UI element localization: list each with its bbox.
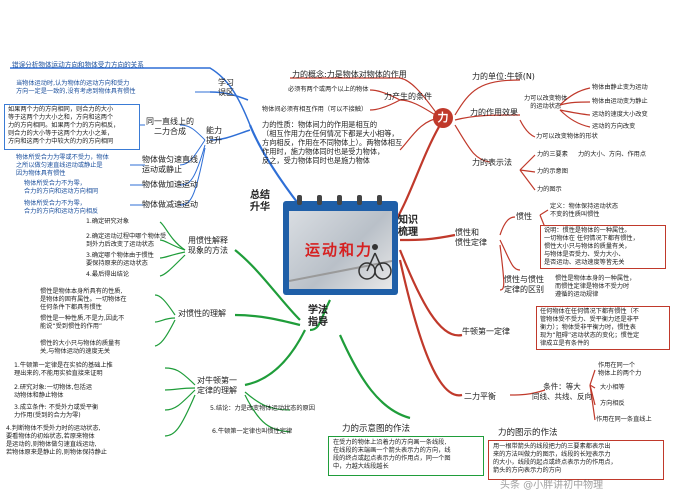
jiansu-text: 物体所受合力不为零， 合力的方向和运动方向相反: [24, 200, 99, 215]
tiaojian-b: 物体间必须有相互作用（可以不接触）: [262, 106, 368, 113]
shiyi-fa-title: 力的示意图的作法: [342, 424, 411, 434]
sanyaosu-v: 力的大小、方向、作用点: [578, 151, 647, 158]
branch-zhishi: 知识 梳理: [398, 215, 418, 238]
fa3: 3.确定哪个物体由于惯性 要保持原来的运动状态: [86, 252, 154, 267]
tushi-fa-title: 力的图示的作法: [498, 428, 558, 438]
ring-4: [357, 195, 362, 205]
nd1: 1.牛顿第一定律是在实验的基础上推 理出来的,不能用实验直接来证明: [14, 362, 113, 377]
li-label: 力: [437, 111, 449, 124]
qubie-text: 惯性是物体本身的一种属性， 而惯性定律是物体不受力时 遵循的运动规律: [555, 275, 636, 298]
fangfa-line: [234, 249, 301, 321]
xiaoguo-b: 力可以改变物体的形状: [536, 133, 598, 140]
guanxing-fa: 用惯性解释 现象的方法: [188, 236, 228, 255]
guanxing-note: 说明：惯性是物体的一种属性。 一切物体在 任何情况下都有惯性， 惯性大小只与物体…: [540, 225, 666, 269]
guanxing-line: [399, 233, 456, 242]
guanxing-def: 定义：物体保持运动状态 不变的性质叫惯性: [550, 203, 619, 218]
danwei: 力的单位:牛顿(N): [472, 72, 535, 81]
nd6: 6.牛顿第一定律也叫惯性定律: [212, 428, 293, 435]
shiyi-line: [338, 334, 411, 420]
guanxing-dinglv: 惯性和 惯性定律: [455, 228, 487, 247]
tiaojian-a: 必须有两个或两个以上的物体: [288, 86, 369, 93]
ring-3: [337, 195, 342, 205]
xuexi-text: 当物体运动时,认为物体的运动方向和受力 方向一定是一致的,没有考虑到物体具有惯性: [16, 80, 136, 95]
branch-xuefa: 学法 指导: [308, 305, 328, 328]
jiasu2-text: 物体所受合力不为零， 合力的方向和运动方向相同: [24, 180, 99, 195]
jiansu-label: 物体做减速运动: [142, 200, 198, 209]
lijie2: 惯性是一种性质,不是力,因此不 能说“受到惯性的作用”: [40, 315, 125, 330]
line2-text: 如果两个力的方向相同，则合力的大小 等于这两个力大小之和，方向和这两个 力的方向…: [4, 104, 140, 150]
sanyaosu: 力的三要素: [537, 151, 568, 158]
guanxing: 惯性: [516, 212, 532, 221]
xiaoguo-a: 力可以改变物体 的运动状态: [524, 95, 568, 110]
center-title: 运动和力: [305, 241, 374, 259]
center-photo: 运动和力: [289, 211, 392, 289]
lijie-line: [234, 313, 301, 327]
ring-1: [297, 195, 302, 205]
nd4: 4.判断物体不受外力时的运动状态, 要看物体的初始状态,若原来物体 是运动的,则…: [6, 425, 107, 456]
nd5: 5.结论：力是改变物体运动状态的原因: [210, 405, 315, 412]
lijie: 对惯性的理解: [178, 309, 226, 318]
niudun-lijie: 对牛顿第一 定律的理解: [197, 376, 237, 395]
center-picture: 运动和力: [283, 195, 398, 295]
bicycle-icon: [289, 244, 392, 282]
xuexi-line: [209, 91, 249, 101]
shiyitu: 力的示意图: [537, 168, 568, 175]
niudun-line: [398, 249, 463, 337]
nengli-label: 能力 提升: [206, 126, 222, 145]
qubie: 惯性与惯性 定律的区别: [504, 275, 544, 294]
gainian: 力的概念:力是物体对物体的作用: [292, 70, 407, 79]
xingzhi: 力的性质：物体间力的作用是相互的 （相互作用力在任何情况下都是大小相等， 方向相…: [262, 120, 403, 165]
tiaojian: 力产生的条件: [384, 92, 432, 101]
erli-4: 作用在同一条直线上: [596, 416, 652, 423]
lijie1: 惯性是物体本身所具有的性质, 是物体的固有属性。一切物体在 任何条件下都具有惯性: [40, 288, 127, 311]
xiaoguo-a2: 物体由运动变为静止: [592, 98, 648, 105]
erli: 二力平衡: [464, 392, 496, 401]
niudun-text: 任何物体在任何情况下都有惯性（不 管物体受不受力、受平衡力还是非平 衡力）；物体…: [536, 306, 670, 350]
zongjie-top: 错误分析物体运动方向和物体受力方向的关系: [12, 61, 144, 69]
fa1: 1.确定研究对象: [86, 218, 130, 225]
jiasu-label: 物体做匀速直线 运动或静止: [142, 155, 198, 174]
watermark: 头条 @小胖讲初中物理: [500, 480, 604, 491]
nd2: 2.研究对象:一切物体,包括运 动物体和静止物体: [14, 384, 93, 399]
tushi: 力的图示: [537, 186, 562, 193]
niudun-lijie-line: [244, 329, 306, 387]
li-circle: 力: [433, 108, 453, 128]
xiaoguo-a3: 运动的速度大小改变: [592, 111, 648, 118]
shiyi-fa-text: 在受力的物体上沿着力的方向画一条线段, 在线段的末端画一个箭头表示力的方向，线 …: [328, 436, 484, 476]
erli-3: 方向相反: [600, 400, 625, 407]
zongjie-main-line: [248, 124, 301, 207]
ring-5: [377, 195, 382, 205]
branch-zongjie: 总结 升华: [250, 190, 270, 213]
niudun: 牛顿第一定律: [462, 327, 510, 336]
line2-label: 同一直线上的 二力合成: [146, 117, 194, 136]
nengli-line: [209, 129, 251, 141]
erli-1: 作用在同一个 物体上的两个力: [598, 362, 642, 377]
jiasu-text: 物体所受合力为零或不受力，物体 之所以做匀速直线运动或静止是 因为物体具有惯性: [16, 154, 109, 177]
fa4: 4.最后得出结论: [86, 271, 130, 278]
fa2: 2.确定运动过程中哪个物体受 到外力后改变了运动状态: [86, 233, 167, 248]
zongjie-top-line: [10, 67, 251, 126]
xuefa-main-line: [309, 299, 331, 332]
erli-2: 大小相等: [600, 384, 625, 391]
erli-line: [398, 259, 463, 397]
biaoshi: 力的表示法: [472, 158, 512, 167]
nd3: 3.成立条件: 不受外力或受平衡 力作用(受到的合力为零): [14, 404, 99, 419]
lijie3: 惯性的大小只与物体的质量有 关,与物体运动的速度无关: [40, 340, 121, 355]
tushi-fa-text: 用一根带箭头的线段把力的三要素都表示出 来的方法叫做力的图示，线段的长短表示力 …: [488, 440, 664, 480]
xiaoguo-a4: 运动的方向改变: [592, 123, 636, 130]
ring-2: [317, 195, 322, 205]
xiaoguo: 力的作用效果: [470, 108, 518, 117]
xiaoguo-a1: 物体由静止变为运动: [592, 84, 648, 91]
xuexi-label: 学习 误区: [218, 78, 234, 97]
erli-tiaojian: 条件：等大 同线、共线、反向: [532, 382, 592, 401]
jiasu2-label: 物体做加速运动: [142, 180, 198, 189]
